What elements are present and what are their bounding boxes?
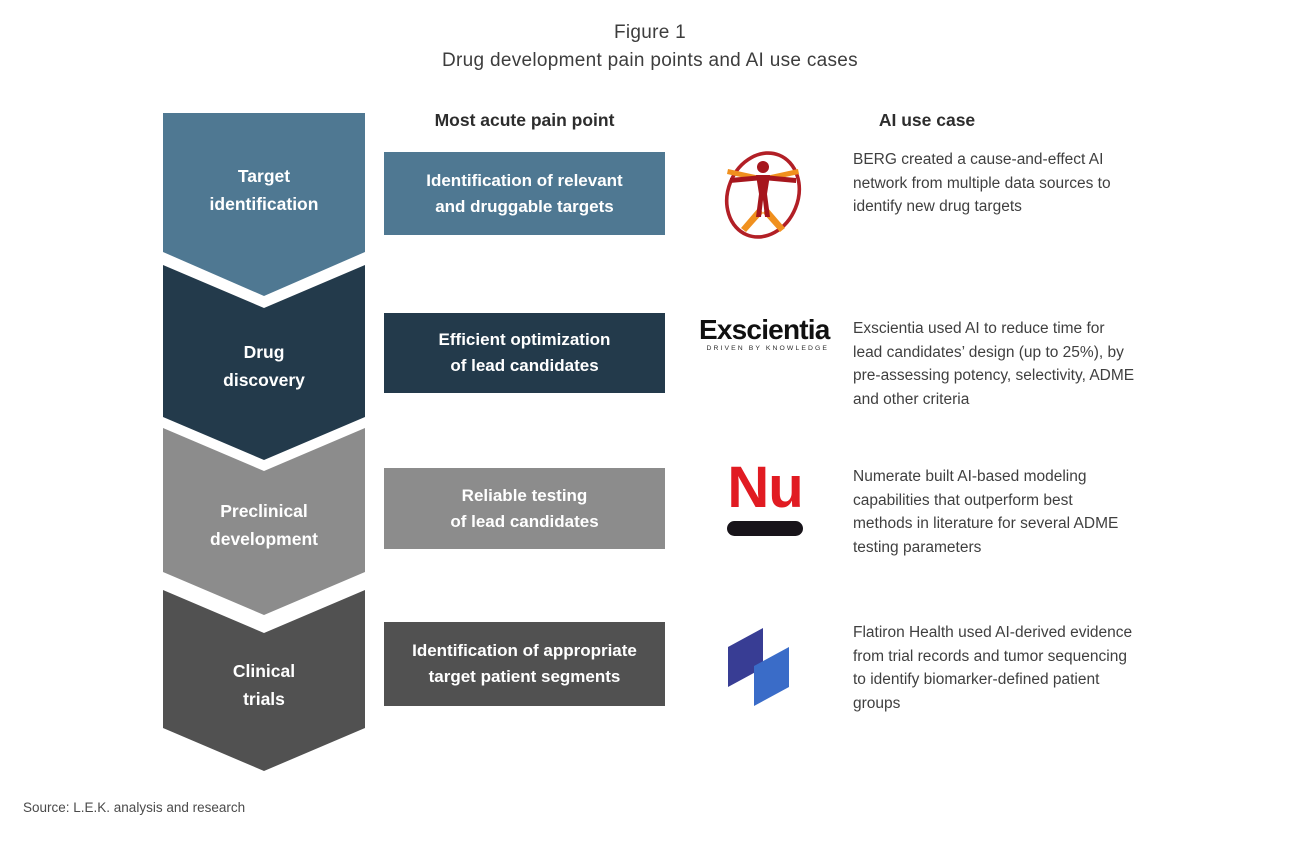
pain-point-box-target-identification: Identification of relevant and druggable… [384, 152, 665, 235]
exscientia-wordmark: Exscientia [699, 314, 830, 345]
pain-point-box-drug-discovery: Efficient optimization of lead candidate… [384, 313, 665, 393]
berg-vitruvian-man-logo-icon [724, 151, 802, 239]
use-case-text-numerate: Numerate built AI-based modeling capabil… [853, 468, 1119, 556]
process-chevron-column [163, 113, 365, 771]
pain-point-box-clinical-trials: Identification of appropriate target pat… [384, 622, 665, 706]
stage-label-clinical-trials: Clinical trials [232, 661, 296, 709]
flatiron-health-logo-icon [728, 628, 789, 706]
figure-label: Figure 1 [613, 22, 687, 43]
source-note: Source: L.E.K. analysis and research [23, 800, 246, 815]
stage-label-target-identification: Target identification [209, 166, 319, 214]
column-header-ai-use-case: AI use case [878, 110, 976, 130]
column-header-pain-point: Most acute pain point [434, 110, 615, 130]
stage-label-preclinical-development: Preclinical development [210, 501, 318, 549]
stage-label-drug-discovery: Drug discovery [223, 342, 305, 390]
flatiron-parallelogram-blue [754, 647, 789, 706]
vitruvian-man-figure [730, 161, 796, 217]
chevron-drug-discovery [163, 265, 365, 460]
chevron-preclinical-development [163, 428, 365, 615]
numerate-monogram: Nu [727, 455, 803, 520]
pain-point-box-preclinical-development: Reliable testing of lead candidates [384, 468, 665, 549]
exscientia-logo: Exscientia DRIVEN BY KNOWLEDGE [699, 314, 831, 353]
numerate-logo: Nu [726, 455, 804, 536]
use-case-text-flatiron: Flatiron Health used AI-derived evidence… [853, 624, 1133, 712]
figure-title: Drug development pain points and AI use … [442, 50, 858, 71]
chevron-clinical-trials [163, 590, 365, 771]
use-case-text-exscientia: Exscientia used AI to reduce time for le… [853, 320, 1135, 408]
chevron-target-identification [163, 113, 365, 296]
numerate-underline-bar [727, 521, 803, 536]
use-case-text-berg: BERG created a cause-and-effect AI netwo… [853, 151, 1111, 215]
exscientia-tagline: DRIVEN BY KNOWLEDGE [706, 345, 829, 352]
